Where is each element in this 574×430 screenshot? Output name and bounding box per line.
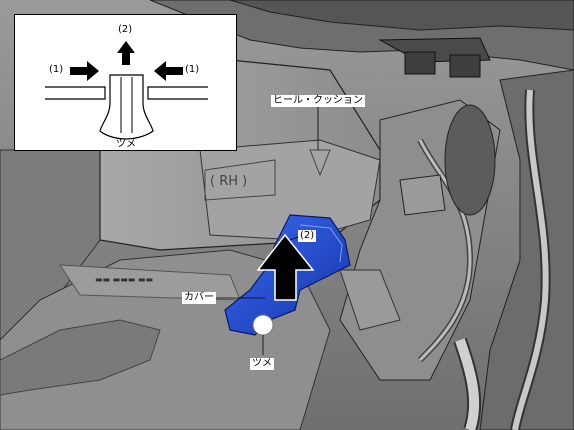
cover-label: カバー — [182, 292, 216, 304]
claw-detail-drawing — [45, 41, 208, 140]
lift-arrow — [256, 233, 315, 301]
heel-cushion-label: ヒール・クッション — [271, 95, 365, 107]
claw-detail-inset: (1) (1) (2) ツメ — [14, 14, 237, 151]
right-pillar — [479, 69, 574, 430]
claw-marker — [252, 314, 274, 336]
inset-label-1-left: (1) — [49, 64, 64, 75]
claw-label: ツメ — [250, 358, 274, 370]
inset-label-1-right: (1) — [185, 64, 200, 75]
svg-text:( RH ): ( RH ) — [210, 174, 247, 189]
inset-claw-label: ツメ — [116, 139, 136, 150]
arrow-2-label: (2) — [298, 230, 317, 242]
inset-label-2: (2) — [118, 24, 133, 35]
svg-text:▬▬ ▬▬▬ ▬▬: ▬▬ ▬▬▬ ▬▬ — [95, 275, 153, 284]
